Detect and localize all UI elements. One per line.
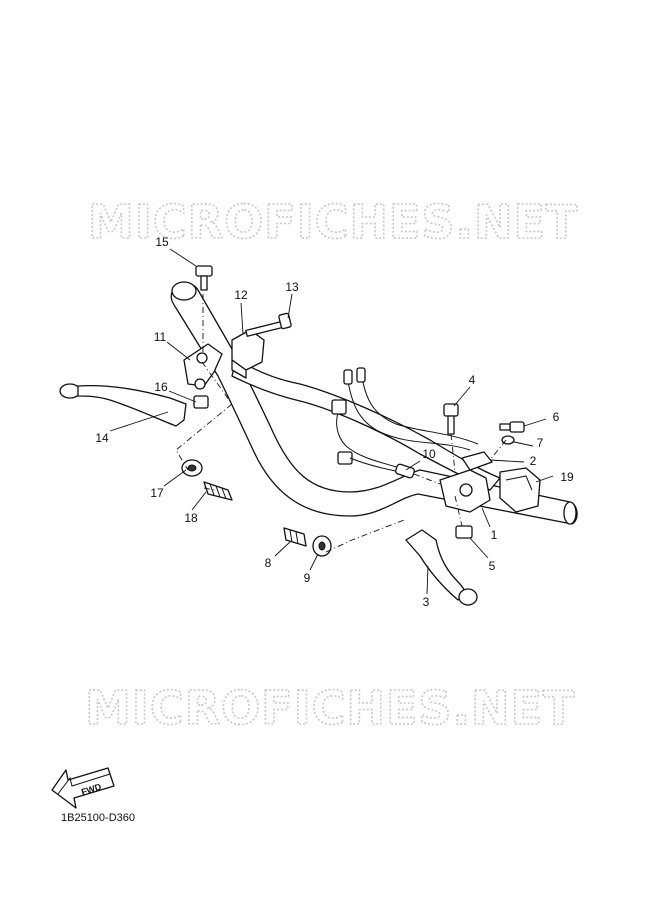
callout-5: 5	[489, 559, 496, 573]
nut-5[interactable]	[455, 525, 473, 539]
adjuster-bolt-8[interactable]	[283, 527, 307, 547]
adjuster-bolt-18[interactable]	[203, 481, 233, 501]
switch-wiring	[331, 367, 479, 475]
callout-7: 7	[537, 436, 544, 450]
callout-15: 15	[155, 235, 169, 249]
callout-4: 4	[469, 373, 476, 387]
watermark-bottom: MICROFICHES.NET	[85, 681, 575, 735]
callout-10: 10	[422, 447, 436, 461]
holder-cover-2[interactable]	[461, 451, 493, 471]
bolt-4[interactable]	[443, 403, 459, 435]
callout-13: 13	[285, 280, 299, 294]
callout-19: 19	[560, 470, 574, 484]
screw-6[interactable]	[499, 421, 525, 433]
nut-16[interactable]	[193, 395, 209, 409]
callout-11: 11	[154, 330, 167, 344]
leader-lines	[109, 248, 554, 595]
adjuster-nut-9[interactable]	[312, 535, 332, 557]
callout-16: 16	[154, 380, 168, 394]
clutch-lever[interactable]	[59, 383, 187, 427]
diagram-code: 1B25100-D360	[61, 812, 135, 824]
forward-arrow-icon: FWD	[51, 767, 115, 809]
washer-7[interactable]	[501, 435, 515, 445]
callout-9: 9	[304, 571, 311, 585]
bolt-13[interactable]	[245, 312, 292, 337]
handlebar[interactable]	[170, 281, 578, 525]
bolt-15[interactable]	[195, 265, 213, 291]
callout-14: 14	[95, 431, 109, 445]
adjuster-nut-17[interactable]	[181, 459, 203, 477]
assembly-path-right	[325, 433, 507, 553]
callout-2: 2	[530, 454, 537, 468]
callout-18: 18	[184, 511, 198, 525]
brake-lever[interactable]	[405, 529, 478, 606]
callout-17: 17	[150, 486, 164, 500]
callout-3: 3	[423, 595, 430, 609]
callout-12: 12	[234, 288, 248, 302]
callout-8: 8	[265, 556, 272, 570]
switch-housing-19[interactable]	[499, 467, 541, 513]
assembly-path-left	[175, 294, 233, 491]
watermark-top: MICROFICHES.NET	[88, 195, 578, 249]
left-bracket[interactable]	[231, 329, 265, 379]
callout-6: 6	[553, 410, 560, 424]
callout-1: 1	[491, 528, 498, 542]
left-lever-holder[interactable]	[183, 343, 223, 390]
